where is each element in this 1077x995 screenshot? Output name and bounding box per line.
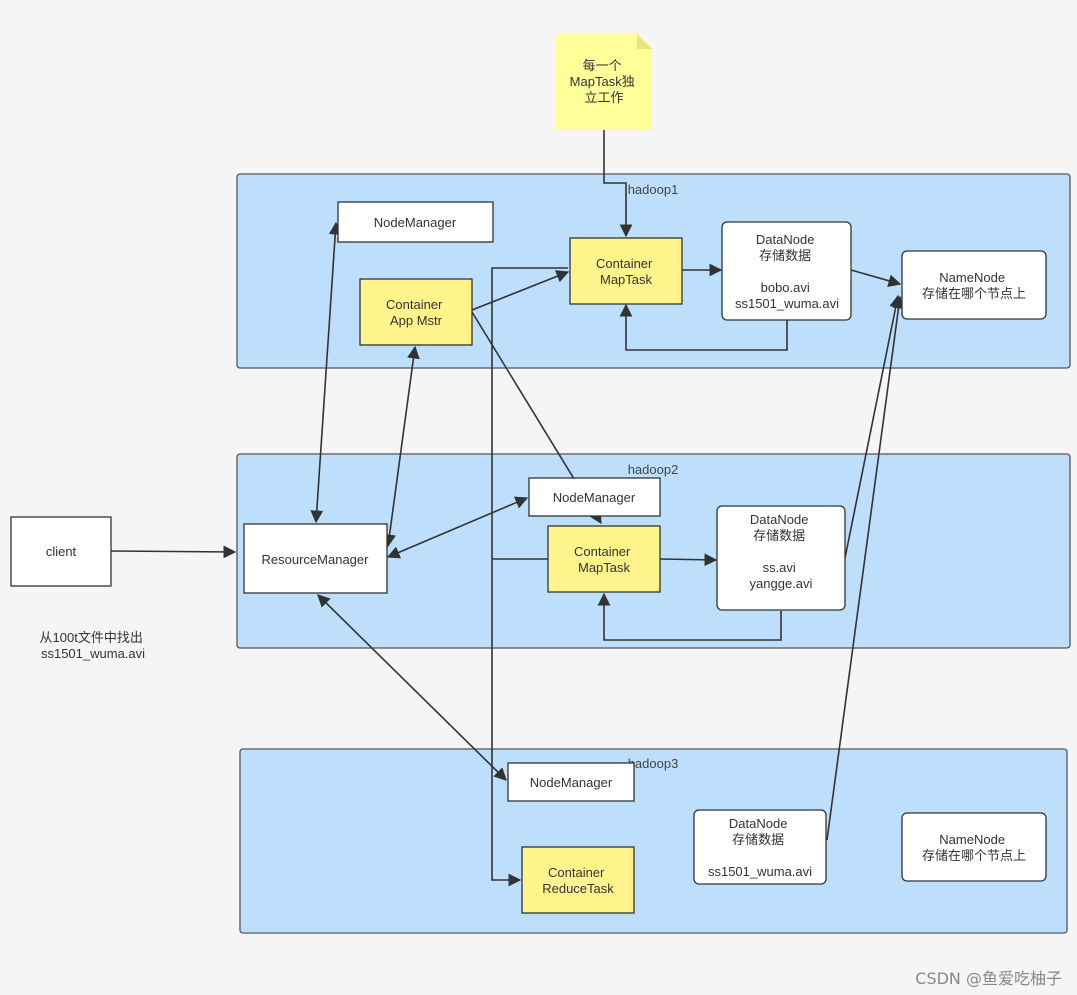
svg-text:NodeManager: NodeManager bbox=[374, 215, 457, 230]
svg-text:NodeManager: NodeManager bbox=[553, 490, 636, 505]
svg-text:从100t文件中找出 ss1501_wuma.a: 从100t文件中找出 ss1501_wuma.avi bbox=[40, 630, 147, 661]
edge-h2-datanode-loop bbox=[597, 592, 782, 641]
edge-client-to-rm bbox=[110, 545, 237, 559]
h2-nodemanager[interactable]: NodeManager bbox=[528, 477, 661, 517]
h1-container-appmaster[interactable]: Container App Mstr bbox=[359, 278, 473, 346]
h3-container-reducetask[interactable]: Container ReduceTask bbox=[521, 846, 635, 914]
svg-text:client: client bbox=[46, 544, 77, 559]
svg-text:DataNode 存储数据 bobo: DataNode 存储数据 bobo.avi ss1501_wuma.avi bbox=[735, 232, 839, 311]
h1-container-maptask[interactable]: Container MapTask bbox=[569, 237, 683, 305]
h2-datanode[interactable]: DataNode 存储数据 ss.avi yangge.avi bbox=[716, 505, 846, 611]
edge-h3-datanode-to-namenode bbox=[826, 295, 905, 841]
svg-text:NodeManager: NodeManager bbox=[530, 775, 613, 790]
svg-text:Container MapTask: Container MapTask bbox=[596, 256, 656, 287]
svg-text:DataNode 存储数据 ss.a: DataNode 存储数据 ss.avi yangge.avi bbox=[750, 512, 813, 591]
watermark-text: CSDN @鱼爱吃柚子 bbox=[915, 969, 1062, 988]
h1-nodemanager[interactable]: NodeManager bbox=[337, 201, 494, 243]
edge-rm-h1-nodemanager bbox=[310, 221, 342, 524]
h3-namenode[interactable]: NameNode 存储在哪个节点上 bbox=[901, 812, 1047, 882]
edge-appmaster-to-h1-maptask bbox=[471, 270, 570, 311]
svg-text:Container MapTask: Container MapTask bbox=[574, 544, 634, 575]
cluster-hadoop1-title: hadoop1 bbox=[628, 182, 679, 197]
edge-h2-datanode-to-namenode bbox=[844, 294, 902, 559]
sticky-note-text: 每一个 MapTask独 立工作 bbox=[570, 58, 639, 105]
client-note: 从100t文件中找出 ss1501_wuma.avi bbox=[40, 630, 147, 661]
edge-note-to-maptask bbox=[603, 130, 633, 238]
sticky-note: 每一个 MapTask独 立工作 bbox=[556, 34, 652, 130]
svg-text:Container App Mstr: Container App Mstr bbox=[386, 297, 446, 328]
resourcemanager[interactable]: ResourceManager bbox=[243, 523, 388, 594]
edge-rm-h3-nodemanager bbox=[317, 594, 507, 781]
cluster-hadoop2-title: hadoop2 bbox=[628, 462, 679, 477]
edge-h1-datanode-loop bbox=[619, 303, 788, 351]
h1-datanode[interactable]: DataNode 存储数据 bobo.avi ss1501_wuma.avi bbox=[721, 221, 852, 321]
svg-text:NameNode 存储在哪个节点上: NameNode 存储在哪个节点上 bbox=[922, 270, 1026, 301]
client-box[interactable]: client bbox=[10, 516, 112, 587]
edge-h2-maptask-to-datanode bbox=[659, 553, 718, 567]
h1-namenode[interactable]: NameNode 存储在哪个节点上 bbox=[901, 250, 1047, 320]
edge-maptask-to-reducetask bbox=[491, 267, 568, 887]
svg-text:NameNode 存储在哪个节点上: NameNode 存储在哪个节点上 bbox=[922, 832, 1026, 863]
svg-text:Container ReduceTask: Container ReduceTask bbox=[542, 865, 614, 896]
cluster-hadoop3: hadoop3 bbox=[239, 748, 1068, 934]
h3-nodemanager[interactable]: NodeManager bbox=[507, 762, 635, 802]
svg-text:DataNode 存储数据 ss15: DataNode 存储数据 ss1501_wuma.avi bbox=[708, 816, 812, 879]
svg-text:ResourceManager: ResourceManager bbox=[262, 552, 370, 567]
edge-h1-datanode-to-namenode bbox=[850, 269, 902, 287]
edge-rm-h2-nodemanager bbox=[386, 496, 529, 559]
h3-datanode[interactable]: DataNode 存储数据 ss1501_wuma.avi bbox=[693, 809, 827, 885]
h2-container-maptask[interactable]: Container MapTask bbox=[547, 525, 661, 593]
cluster-hadoop3-title: hadoop3 bbox=[628, 756, 679, 771]
